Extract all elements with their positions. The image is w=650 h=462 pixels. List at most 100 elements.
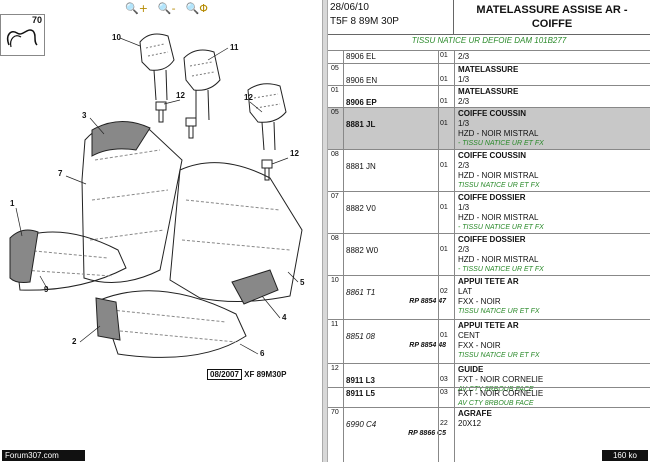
part-description: APPUI TETE AR [458,277,519,286]
callout-2: 2 [72,337,77,346]
part-description: HZD - NOIR MISTRAL [458,171,539,180]
part-description: AGRAFE [458,409,492,418]
callout-12-b: 12 [244,93,253,102]
callout-4: 4 [282,313,287,322]
diagram-caption: 08/2007 XF 89M30P [207,369,287,380]
quantity: 01 [440,120,448,127]
part-reference: 6990 C4 [346,420,377,429]
row-index: 08 [331,151,339,158]
quantity: 01 [440,332,448,339]
fabric-variant: TISSU NATICE UR ET FX [458,308,540,315]
callout-7: 7 [58,169,63,178]
diagram-panel: 🔍+ 🔍- 🔍Φ 70 [0,0,322,462]
header-date: 28/06/10 [330,2,369,13]
part-reference: 8881 JL [346,120,376,129]
part-reference: 8906 EL [346,52,376,61]
fabric-variant: AV CTY 8RBOUB FACE [458,400,534,407]
part-description: HZD - NOIR MISTRAL [458,255,539,264]
part-description: FXT - NOIR CORNELIE [458,375,544,384]
callout-11: 11 [230,43,239,52]
quantity: 03 [440,389,448,396]
fabric-note: TISSU NATICE UR DEFOIE DAM 101B277 [411,36,567,45]
part-description: COIFFE DOSSIER [458,193,526,202]
site-footer: Forum307.com [2,450,85,461]
zoom-fit-icon[interactable]: 🔍Φ [185,2,208,15]
row-index: 07 [331,193,339,200]
callout-3: 3 [82,111,87,120]
table-row[interactable]: 8906 EL 01 2/3 [328,50,650,64]
zoom-out-icon[interactable]: 🔍- [157,2,176,15]
part-description: 2/3 [458,97,470,106]
zoom-in-icon[interactable]: 🔍+ [125,2,148,15]
part-reference: 8861 T1 [346,288,376,297]
quantity: 01 [440,246,448,253]
row-index: 12 [331,365,339,372]
replacement-reference: RP 8866 C5 [408,430,446,437]
part-description: 2/3 [458,245,470,254]
part-description: APPUI TETE AR [458,321,519,330]
quantity: 01 [440,76,448,83]
fabric-variant: - TISSU NATICE UR ET FX [458,224,544,231]
part-description: CENT [458,331,480,340]
fabric-variant: - TISSU NATICE UR ET FX [458,140,544,147]
part-description: 1/3 [458,203,470,212]
row-index: 05 [331,65,339,72]
clip-icon [6,29,38,48]
quantity: 01 [440,204,448,211]
thumbnail-number: 70 [31,15,42,25]
fabric-variant: TISSU NATICE UR ET FX [458,352,540,359]
part-reference: 8911 L5 [346,389,375,398]
seat-exploded-diagram: 10 11 12 12 3 7 12 1 9 5 2 4 6 [9,33,305,358]
part-reference: 8851 08 [346,332,375,341]
fabric-variant: AV CTY 8RBOUB FACE [458,386,534,393]
fabric-variant: TISSU NATICE UR ET FX [458,182,540,189]
part-description: COIFFE COUSSIN [458,151,527,160]
row-index: 11 [331,321,339,328]
part-reference: 8882 V0 [346,204,376,213]
part-reference: 8906 EP [346,98,377,107]
header-code: T5F 8 89M 30P [330,16,399,27]
part-thumbnail[interactable]: 70 [0,14,45,56]
quantity: 01 [440,162,448,169]
part-description: COIFFE DOSSIER [458,235,526,244]
part-description: GUIDE [458,365,484,374]
quantity: 01 [440,98,448,105]
panel-divider[interactable] [322,0,328,462]
part-description: HZD - NOIR MISTRAL [458,129,539,138]
callout-12-c: 12 [290,149,299,158]
page-title: MATELASSURE ASSISE AR - COIFFE [476,4,628,30]
part-reference: 8882 W0 [346,246,379,255]
part-reference: 8881 JN [346,162,376,171]
part-description: FXX - NOIR [458,297,501,306]
replacement-reference: RP 8854 48 [409,342,446,349]
part-description: 1/3 [458,119,470,128]
callout-10: 10 [112,33,121,42]
callout-12-a: 12 [176,91,185,100]
row-index: 05 [331,109,339,116]
caption-date: 08/2007 [207,369,242,380]
part-description: MATELASSURE [458,65,519,74]
quantity: 03 [440,376,448,383]
part-description: 2/3 [458,52,470,61]
caption-code: XF 89M30P [244,370,287,379]
part-description: LAT [458,287,473,296]
quantity: 01 [440,52,448,59]
part-description: HZD - NOIR MISTRAL [458,213,539,222]
part-description: COIFFE COUSSIN [458,109,527,118]
zoom-toolbar: 🔍+ 🔍- 🔍Φ [125,2,208,16]
parts-header: 28/06/10 T5F 8 89M 30P MATELASSURE ASSIS… [328,0,650,35]
part-description: 1/3 [458,75,470,84]
row-index: 10 [331,277,339,284]
fabric-variant: - TISSU NATICE UR ET FX [458,266,544,273]
